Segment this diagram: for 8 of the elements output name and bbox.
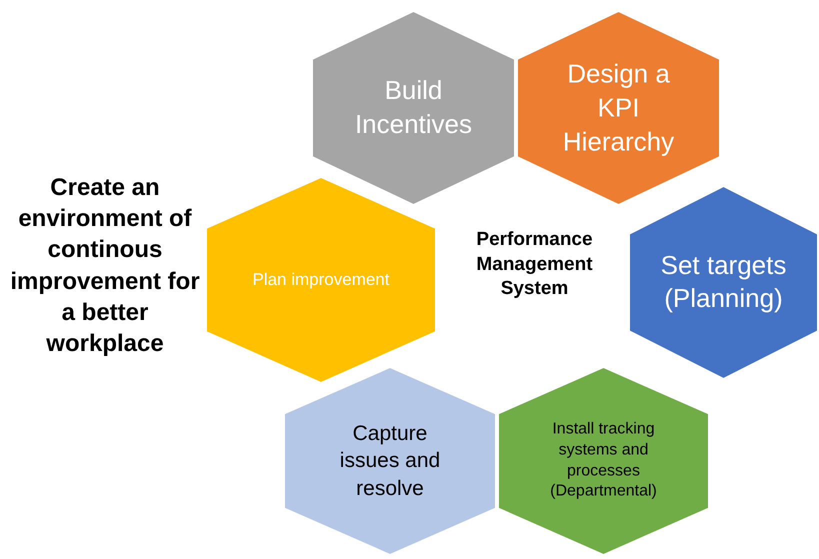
node-label: Design a KPI Hierarchy xyxy=(562,57,676,158)
node-label: Build Incentives xyxy=(354,74,474,141)
node-label: Capture issues and resolve xyxy=(338,421,442,502)
node-label: Install tracking systems and processes (Departmental) xyxy=(549,419,658,502)
center-label: Performance Management System xyxy=(475,228,594,302)
node-label: Plan improvement xyxy=(251,268,390,291)
node-label: Set targets (Planning) xyxy=(660,248,788,316)
heading-text: Create an environment of continous improvement for a better workplace xyxy=(10,173,200,359)
